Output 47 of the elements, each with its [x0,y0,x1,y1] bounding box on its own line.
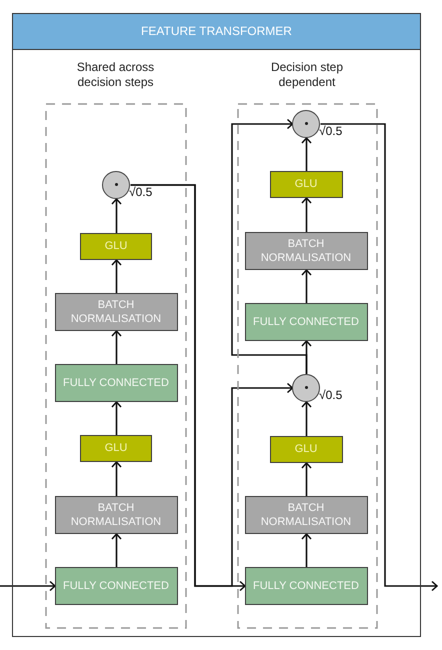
block-label: BATCH NORMALISATION [70,500,162,528]
block-label: FULLY CONNECTED [253,578,359,592]
arrow [111,198,122,233]
fully-connected-block [54,566,178,604]
block-label: GLU [104,441,128,455]
block-label: GLU [294,442,318,456]
batch-normalisation-block [54,496,178,534]
arrow [301,269,312,303]
block-label: FULLY CONNECTED [63,376,169,390]
arrow [320,123,438,592]
group-heading: Decision step dependent [270,60,344,90]
arrow [111,401,122,435]
batch-normalisation-block [244,232,368,270]
batch-normalisation-block [244,496,368,534]
feature-transformer-panel [12,13,421,637]
arrow [130,184,294,587]
arrow [0,580,56,592]
arrow [301,462,312,496]
fully-connected-block [244,566,368,604]
glu-block [80,434,152,462]
fully-connected-block [244,302,368,340]
block-label: BATCH NORMALISATION [260,236,352,264]
arrow [111,461,122,496]
batch-normalisation-block [54,292,178,330]
glu-block [80,232,152,260]
block-label: GLU [104,239,128,253]
panel-title: FEATURE TRANSFORMER [141,24,292,39]
block-label: BATCH NORMALISATION [70,298,162,326]
block-label: GLU [294,177,318,191]
arrow [111,330,122,364]
block-label: FULLY CONNECTED [63,578,169,592]
fully-connected-block [54,364,178,402]
group-heading: Shared across decision steps [76,60,156,90]
block-label: BATCH NORMALISATION [260,500,352,528]
arrow [111,259,122,293]
arrow [231,118,308,374]
block-label: FULLY CONNECTED [253,314,359,328]
arrow [111,533,122,567]
glu-block [270,436,342,462]
arrow [301,137,312,171]
arrow [301,533,312,567]
arrow [301,401,312,436]
scale-factor-label: √0.5 [319,124,342,138]
glu-block [270,170,342,198]
arrow [301,197,312,232]
scale-factor-label: √0.5 [129,184,152,198]
scale-factor-label: √0.5 [319,388,342,402]
